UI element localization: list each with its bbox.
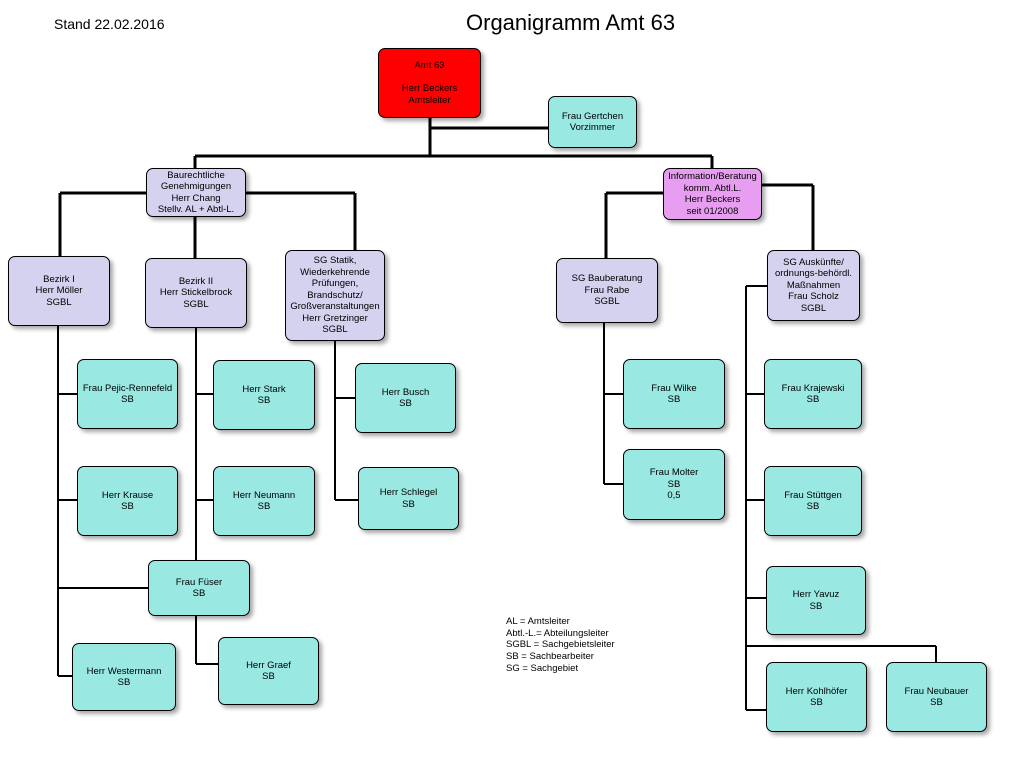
box-label: Herr Yavuz SB xyxy=(792,589,840,612)
box-krause[interactable]: Herr Krause SB xyxy=(77,466,178,536)
box-label: Herr Kohlhöfer SB xyxy=(785,685,848,709)
date-label: Stand 22.02.2016 xyxy=(54,16,165,32)
box-label: Frau Neubauer SB xyxy=(904,685,969,709)
box-yavuz[interactable]: Herr Yavuz SB xyxy=(766,566,866,635)
box-sg-statik[interactable]: SG Statik, Wiederkehrende Prüfungen, Bra… xyxy=(285,250,385,341)
box-information-beratung[interactable]: Information/Beratung komm. Abtl.L. Herr … xyxy=(663,168,762,220)
box-label: Herr Neumann SB xyxy=(232,489,296,513)
box-stark[interactable]: Herr Stark SB xyxy=(213,360,315,430)
legend-item: SB = Sachbearbeiter xyxy=(506,651,594,663)
box-label: SG Auskünfte/ ordnungs-behördl. Maßnahme… xyxy=(774,256,853,314)
abbreviation-legend: AL = Amtsleiter Abtl.-L.= Abteilungsleit… xyxy=(506,616,615,675)
box-label: Herr Westermann SB xyxy=(86,665,162,689)
box-neubauer[interactable]: Frau Neubauer SB xyxy=(886,662,987,732)
box-graef[interactable]: Herr Graef SB xyxy=(218,637,319,705)
box-molter[interactable]: Frau Molter SB 0,5 xyxy=(623,449,725,520)
box-label: Baurechtliche Genehmigungen Herr Chang S… xyxy=(157,169,235,216)
legend-item: SG = Sachgebiet xyxy=(506,662,579,674)
box-label: Herr Krause SB xyxy=(101,489,154,513)
box-neumann[interactable]: Herr Neumann SB xyxy=(213,466,315,536)
box-bezirk-1[interactable]: Bezirk I Herr Möller SGBL xyxy=(8,256,110,326)
box-wilke[interactable]: Frau Wilke SB xyxy=(623,359,725,429)
box-kohlhoefer[interactable]: Herr Kohlhöfer SB xyxy=(766,662,867,732)
box-schlegel[interactable]: Herr Schlegel SB xyxy=(358,467,459,530)
box-fueser[interactable]: Frau Füser SB xyxy=(148,560,250,616)
box-stuettgen[interactable]: Frau Stüttgen SB xyxy=(764,466,862,536)
box-label: Frau Krajewski SB xyxy=(781,382,845,406)
page-title: Organigramm Amt 63 xyxy=(466,10,676,35)
box-krajewski[interactable]: Frau Krajewski SB xyxy=(764,359,862,429)
box-label: Frau Gertchen Vorzimmer xyxy=(561,110,624,134)
box-label: SG Bauberatung Frau Rabe SGBL xyxy=(571,273,643,308)
box-amtsleiter[interactable]: Amt 63 Herr Beckers Amtsleiter xyxy=(378,48,481,118)
box-label: Herr Graef SB xyxy=(246,659,291,683)
box-label: Information/Beratung komm. Abtl.L. Herr … xyxy=(668,171,757,217)
box-label: Herr Busch SB xyxy=(381,386,430,410)
box-vorzimmer[interactable]: Frau Gertchen Vorzimmer xyxy=(548,96,637,148)
box-label: Amt 63 Herr Beckers Amtsleiter xyxy=(401,60,458,106)
box-sg-auskuenfte[interactable]: SG Auskünfte/ ordnungs-behördl. Maßnahme… xyxy=(767,250,860,321)
box-label: SG Statik, Wiederkehrende Prüfungen, Bra… xyxy=(290,255,380,336)
box-baurechtliche-genehmigungen[interactable]: Baurechtliche Genehmigungen Herr Chang S… xyxy=(146,168,246,217)
box-label: Frau Wilke SB xyxy=(651,382,697,406)
box-label: Frau Molter SB 0,5 xyxy=(649,467,699,502)
box-label: Herr Stark SB xyxy=(242,383,286,407)
legend-item: Abtl.-L.= Abteilungsleiter xyxy=(506,627,609,639)
legend-item: SGBL = Sachgebietsleiter xyxy=(506,639,615,651)
box-sg-bauberatung[interactable]: SG Bauberatung Frau Rabe SGBL xyxy=(556,258,658,323)
box-label: Herr Schlegel SB xyxy=(379,487,438,510)
box-label: Frau Pejic-Rennefeld SB xyxy=(82,382,173,406)
box-busch[interactable]: Herr Busch SB xyxy=(355,363,456,433)
box-pejic-rennefeld[interactable]: Frau Pejic-Rennefeld SB xyxy=(77,359,178,429)
box-label: Bezirk II Herr Stickelbrock SGBL xyxy=(159,275,233,310)
box-label: Frau Stüttgen SB xyxy=(784,489,842,513)
box-label: Frau Füser SB xyxy=(175,576,223,600)
legend-item: AL = Amtsleiter xyxy=(506,616,570,627)
box-bezirk-2[interactable]: Bezirk II Herr Stickelbrock SGBL xyxy=(145,258,247,328)
box-label: Bezirk I Herr Möller SGBL xyxy=(35,273,83,308)
box-westermann[interactable]: Herr Westermann SB xyxy=(72,643,176,711)
